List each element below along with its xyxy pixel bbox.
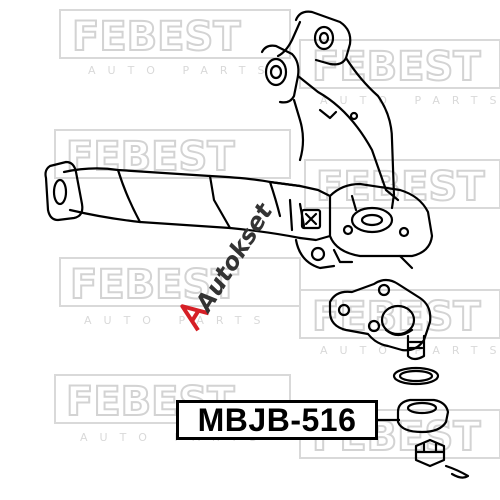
rear-bushing	[313, 25, 335, 51]
boot-retaining-ring	[392, 366, 440, 386]
flange-bolt-hole	[367, 319, 381, 333]
front-bushing	[264, 57, 288, 87]
febest-watermark-text: FEBEST	[316, 164, 485, 210]
part-number-label: MBJB-516	[176, 400, 378, 440]
ball-joint-stud	[406, 334, 426, 361]
febest-watermark-subtext: AUTO PARTS	[88, 64, 276, 77]
febest-watermark: FEBEST AUTO PARTS	[59, 9, 291, 77]
autokset-logo-mark	[180, 304, 210, 332]
febest-watermark: FEBEST AUTO PARTS	[54, 374, 291, 444]
febest-watermark-subtext: AUTO PARTS	[84, 314, 272, 327]
dust-boot	[396, 398, 450, 434]
ball-joint-assembly	[328, 278, 470, 479]
cotter-pin	[444, 464, 470, 479]
castle-nut	[414, 438, 446, 468]
febest-watermark-text: FEBEST	[72, 14, 241, 60]
febest-watermark: FEBEST	[304, 159, 500, 211]
left-bushing	[44, 160, 84, 222]
flange-bolt-hole	[377, 283, 391, 297]
febest-watermark: FEBEST AUTO PARTS	[59, 257, 301, 327]
flange-bolt-hole	[337, 303, 351, 317]
febest-watermark-subtext: AUTO PARTS	[320, 94, 500, 107]
ball-joint-bolt-plate	[300, 208, 322, 230]
febest-watermark-text: FEBEST	[70, 262, 239, 308]
febest-watermark-text: FEBEST	[66, 379, 235, 425]
febest-watermark: FEBEST	[54, 129, 291, 181]
febest-watermark-text: FEBEST	[312, 44, 481, 90]
control-arm	[44, 10, 434, 270]
febest-watermark-text: FEBEST	[66, 134, 235, 180]
febest-watermark: FEBEST AUTO PARTS	[299, 39, 500, 107]
